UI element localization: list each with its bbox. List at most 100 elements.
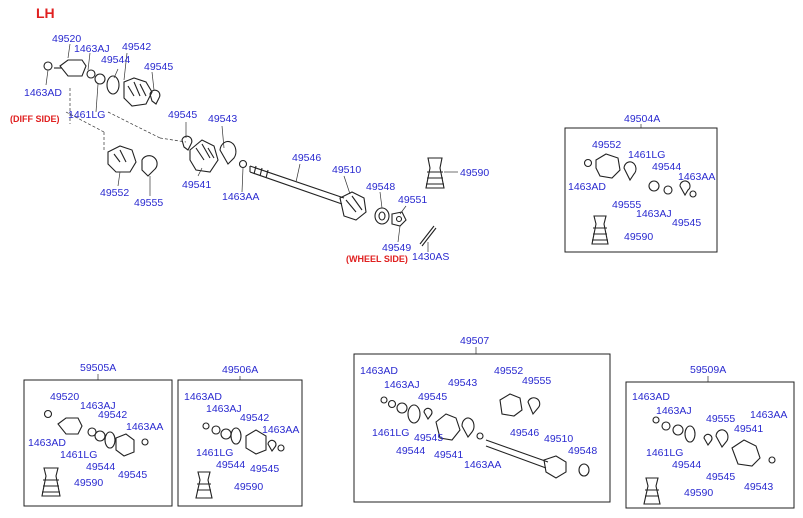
kit-49504A-label-1463AD[interactable]: 1463AD xyxy=(568,181,606,193)
part-label-49542[interactable]: 49542 xyxy=(122,41,151,53)
kit-title-49507[interactable]: 49507 xyxy=(460,335,489,347)
kit-59509A-label-49555[interactable]: 49555 xyxy=(706,413,735,425)
kit-49506A-label-49545[interactable]: 49545 xyxy=(250,463,279,475)
kit-49507-label-49510[interactable]: 49510 xyxy=(544,433,573,445)
kit-49507-label-49545-a[interactable]: 49545 xyxy=(418,391,447,403)
shaft-49546-drawing xyxy=(249,165,345,205)
part-label-1463AD[interactable]: 1463AD xyxy=(24,87,62,99)
kit-49504A-label-49555[interactable]: 49555 xyxy=(612,199,641,211)
kit-49507-label-1463AJ[interactable]: 1463AJ xyxy=(384,379,420,391)
kit-59509A: 59509A 1463AD 1463AJ 49555 1463AA 49541 … xyxy=(625,364,795,509)
kit-59505A-label-49545[interactable]: 49545 xyxy=(118,469,147,481)
kit-59509A-label-1463AJ[interactable]: 1463AJ xyxy=(656,405,692,417)
diff-side-label: (DIFF SIDE) xyxy=(10,114,60,124)
kit-49504A-label-1461LG[interactable]: 1461LG xyxy=(628,149,665,161)
part-label-49546[interactable]: 49546 xyxy=(292,152,321,164)
kit-49506A-label-1463AD[interactable]: 1463AD xyxy=(184,391,222,403)
kit-59505A-label-1463AA[interactable]: 1463AA xyxy=(126,421,163,433)
part-label-1463AJ[interactable]: 1463AJ xyxy=(74,43,110,55)
kit-49507: 49507 1463AD 1463AJ 49545 49543 49552 49… xyxy=(353,335,611,503)
part-label-1430AS[interactable]: 1430AS xyxy=(412,251,449,263)
kit-box-49506A xyxy=(177,379,303,507)
kit-59509A-label-1461LG[interactable]: 1461LG xyxy=(646,447,683,459)
kit-49504A-label-1463AA[interactable]: 1463AA xyxy=(678,171,715,183)
ring-1463AA-drawing xyxy=(238,159,248,169)
pin-1430AS-drawing xyxy=(419,225,437,247)
kit-49504A-label-49590[interactable]: 49590 xyxy=(624,231,653,243)
nut-49551-drawing xyxy=(391,211,407,227)
kit-59509A-label-49590[interactable]: 49590 xyxy=(684,487,713,499)
part-label-49544[interactable]: 49544 xyxy=(101,54,130,66)
kit-49507-label-49552[interactable]: 49552 xyxy=(494,365,523,377)
kit-59509A-label-49544[interactable]: 49544 xyxy=(672,459,701,471)
kit-49506A-label-1463AA[interactable]: 1463AA xyxy=(262,424,299,436)
kit-49506A-label-1461LG[interactable]: 1461LG xyxy=(196,447,233,459)
kit-59505A-label-49590[interactable]: 49590 xyxy=(74,477,103,489)
kit-49507-label-49546[interactable]: 49546 xyxy=(510,427,539,439)
kit-title-59509A[interactable]: 59509A xyxy=(690,364,726,376)
part-label-49545-a[interactable]: 49545 xyxy=(144,61,173,73)
kit-49507-label-49541[interactable]: 49541 xyxy=(434,449,463,461)
band-49555-drawing xyxy=(141,155,158,177)
clamp-49545-a-drawing xyxy=(149,89,161,105)
kit-title-59505A[interactable]: 59505A xyxy=(80,362,116,374)
part-label-49510[interactable]: 49510 xyxy=(332,164,361,176)
kit-49507-label-1463AA[interactable]: 1463AA xyxy=(464,459,501,471)
boot-49541-drawing xyxy=(189,139,219,173)
side-code-title: LH xyxy=(36,5,55,21)
boot-49590-drawing xyxy=(425,157,445,189)
kit-49504A-label-1463AJ[interactable]: 1463AJ xyxy=(636,208,672,220)
part-label-49555[interactable]: 49555 xyxy=(134,197,163,209)
part-label-49520[interactable]: 49520 xyxy=(52,33,81,45)
kit-49507-label-49543[interactable]: 49543 xyxy=(448,377,477,389)
kit-49507-label-1463AD[interactable]: 1463AD xyxy=(360,365,398,377)
kit-59505A-label-49520[interactable]: 49520 xyxy=(50,391,79,403)
kit-49507-label-49555[interactable]: 49555 xyxy=(522,375,551,387)
part-label-49543[interactable]: 49543 xyxy=(208,113,237,125)
kit-49504A-label-49545[interactable]: 49545 xyxy=(672,217,701,229)
part-label-1461LG[interactable]: 1461LG xyxy=(68,109,105,121)
kit-box-59509A xyxy=(625,381,795,509)
kit-49507-label-49545-b[interactable]: 49545 xyxy=(414,432,443,444)
kit-59509A-label-49545[interactable]: 49545 xyxy=(706,471,735,483)
kit-59509A-label-49541[interactable]: 49541 xyxy=(734,423,763,435)
ring-49548-drawing xyxy=(374,207,390,225)
ring-1461LG-drawing xyxy=(94,73,106,85)
main-assembly xyxy=(43,59,445,247)
wheel-side-label: (WHEEL SIDE) xyxy=(346,254,408,264)
kit-49506A-label-49542[interactable]: 49542 xyxy=(240,412,269,424)
part-label-49548[interactable]: 49548 xyxy=(366,181,395,193)
kit-59509A-label-49543[interactable]: 49543 xyxy=(744,481,773,493)
snap-ring-1463AJ-drawing xyxy=(86,69,96,79)
kit-49506A-label-49544[interactable]: 49544 xyxy=(216,459,245,471)
part-label-1463AA[interactable]: 1463AA xyxy=(222,191,259,203)
clamp-49544-drawing xyxy=(106,75,120,95)
part-label-49545-b[interactable]: 49545 xyxy=(168,109,197,121)
kit-title-49504A[interactable]: 49504A xyxy=(624,113,660,125)
part-label-49551[interactable]: 49551 xyxy=(398,194,427,206)
part-label-49552[interactable]: 49552 xyxy=(100,187,129,199)
kit-49506A-label-49590[interactable]: 49590 xyxy=(234,481,263,493)
kit-title-49506A[interactable]: 49506A xyxy=(222,364,258,376)
kit-59505A-label-1461LG[interactable]: 1461LG xyxy=(60,449,97,461)
kit-49504A: 49504A 49552 1461LG 1463AD 49544 1463AA … xyxy=(564,113,718,253)
kit-49507-label-49544[interactable]: 49544 xyxy=(396,445,425,457)
main-leaders xyxy=(45,43,458,252)
kit-59505A-label-1463AD[interactable]: 1463AD xyxy=(28,437,66,449)
kit-49504A-label-49544[interactable]: 49544 xyxy=(652,161,681,173)
kit-59505A-label-49542[interactable]: 49542 xyxy=(98,409,127,421)
kit-49504A-label-49552[interactable]: 49552 xyxy=(592,139,621,151)
part-label-49549[interactable]: 49549 xyxy=(382,242,411,254)
kit-59505A-label-1463AJ[interactable]: 1463AJ xyxy=(80,400,116,412)
kit-49507-label-1461LG[interactable]: 1461LG xyxy=(372,427,409,439)
kit-49506A-label-1463AJ[interactable]: 1463AJ xyxy=(206,403,242,415)
part-label-49541[interactable]: 49541 xyxy=(182,179,211,191)
kit-59509A-label-1463AD[interactable]: 1463AD xyxy=(632,391,670,403)
clamp-49545-b-drawing xyxy=(181,135,193,151)
part-label-49590[interactable]: 49590 xyxy=(460,167,489,179)
kit-59509A-label-1463AA[interactable]: 1463AA xyxy=(750,409,787,421)
clamp-49543-drawing xyxy=(219,140,237,165)
kit-59505A-label-49544[interactable]: 49544 xyxy=(86,461,115,473)
kit-49507-label-49548[interactable]: 49548 xyxy=(568,445,597,457)
